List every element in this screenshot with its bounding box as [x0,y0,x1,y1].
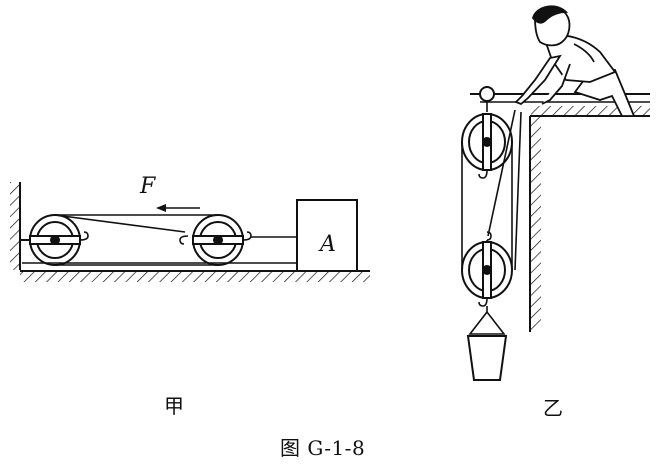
rope-right [461,109,522,271]
force-label: F [140,174,156,199]
force-arrow [156,204,200,212]
right-setup [461,5,650,381]
fixed-pulley-left [20,214,89,266]
person [514,5,636,117]
movable-pulley-right [461,231,513,307]
ground [20,262,370,282]
right-caption: 乙 [543,396,563,420]
left-wall [10,182,21,270]
bucket [466,306,508,381]
movable-pulley-left [179,214,297,266]
fixed-pulley-hanger [479,86,495,102]
block-label: A [320,232,336,257]
left-caption: 甲 [164,394,184,418]
fixed-pulley-right [461,101,513,179]
left-setup [10,182,370,282]
block-a [296,199,358,272]
rope-left [54,214,218,266]
figure-caption: 图 G-1-8 [280,436,366,460]
